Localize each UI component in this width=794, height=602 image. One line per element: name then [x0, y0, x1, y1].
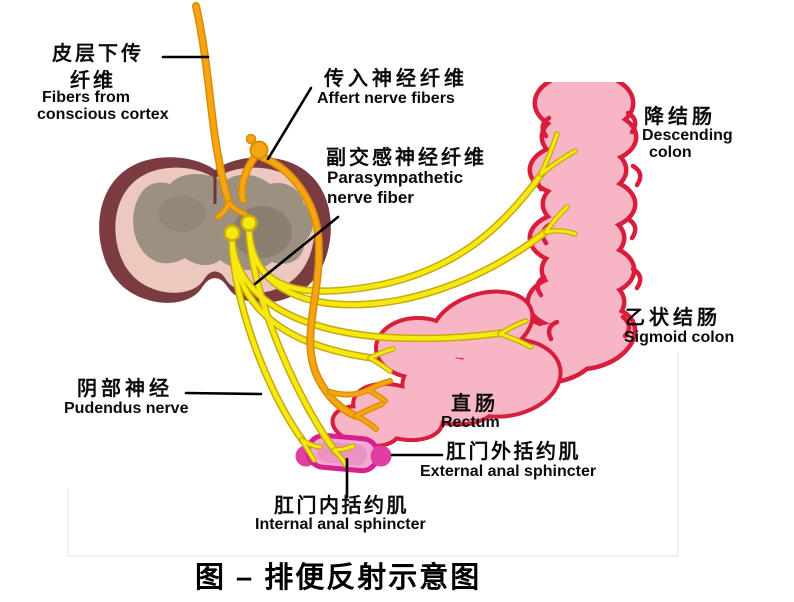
pudendal-nerve-path-a [229, 237, 306, 444]
orange-nerves [192, 2, 393, 432]
label-rectum-zh: 直肠 [451, 393, 499, 415]
anal-canal-shape [305, 432, 381, 474]
parasympathetic-nerve-path [259, 154, 359, 419]
frame-lines [67, 352, 679, 557]
pudendal-nerve-path-b [246, 227, 339, 455]
label-descending-en1: Descending [642, 127, 733, 144]
spinal-cord-cross-section [99, 157, 331, 303]
label-parasympathetic-zh: 副交感神经纤维 [326, 147, 487, 169]
pointer-parasympathetic [253, 215, 340, 286]
external-sphincter-right-dot [370, 445, 392, 467]
descending-colon-shape [459, 82, 643, 386]
pointer-afferent [266, 86, 313, 161]
label-internal-sphincter-zh: 肛门内括约肌 [274, 495, 409, 517]
pointer-lines [161, 55, 444, 499]
label-cortical-en2: conscious cortex [37, 106, 169, 123]
label-external-sphincter-zh: 肛门外括约肌 [446, 441, 581, 463]
gray-matter-dark-patch [158, 196, 206, 232]
label-pudendal-en: Pudendus nerve [64, 400, 189, 417]
label-external-sphincter-en: External anal sphincter [420, 463, 597, 480]
ganglion-left-leg [239, 155, 257, 203]
label-internal-sphincter-en: Internal anal sphincter [255, 516, 426, 533]
label-descending-en2: colon [649, 144, 692, 161]
label-afferent-zh: 传入神经纤维 [324, 68, 468, 90]
label-descending-zh: 降结肠 [644, 106, 716, 128]
label-sigmoid-en: Sigmoid colon [624, 329, 735, 346]
label-cortical-zh2: 纤维 [70, 70, 116, 92]
pointer-pudendal [184, 391, 263, 396]
nerve-to-sigmoid [229, 237, 505, 341]
figure-title: 图 – 排便反射示意图 [195, 562, 482, 594]
rectum-shape [330, 289, 563, 448]
label-afferent-en: Affert nerve fibers [317, 90, 455, 107]
label-pudendal-zh: 阴部神经 [77, 378, 173, 400]
afferent-ganglion [249, 140, 269, 160]
label-parasympathetic-en1: Parasympathetic [327, 168, 464, 187]
label-cortical-en1: Fibers from [42, 89, 131, 106]
label-cortical-zh1: 皮层下传 [52, 43, 144, 65]
motor-neuron-cell-body [223, 224, 241, 242]
cortical-fiber-path [193, 3, 232, 206]
label-parasympathetic-en2: nerve fiber [327, 188, 414, 207]
motor-neuron-cell-body [240, 214, 258, 232]
label-rectum-en: Rectum [441, 414, 500, 431]
afferent-ganglion-knot [245, 133, 257, 145]
label-sigmoid-zh: 乙状结肠 [625, 307, 721, 329]
